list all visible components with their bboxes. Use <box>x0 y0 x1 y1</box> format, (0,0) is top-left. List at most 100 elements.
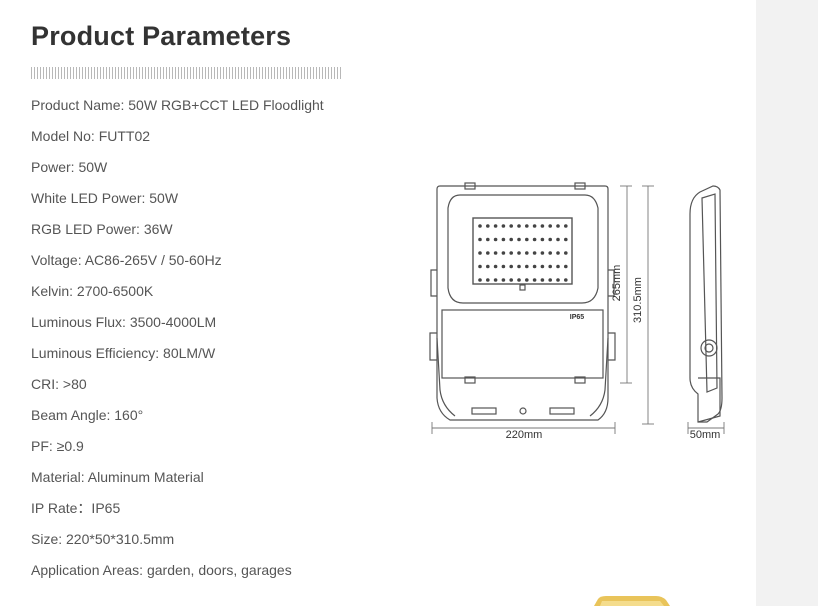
led-dot <box>517 264 521 269</box>
led-dot <box>517 237 521 242</box>
led-dot <box>525 237 529 242</box>
led-dot <box>501 278 506 282</box>
led-dot <box>486 278 490 282</box>
led-dot <box>540 251 545 255</box>
led-dot <box>478 237 482 242</box>
led-dot <box>478 264 482 269</box>
led-dot <box>493 237 498 242</box>
led-dot <box>548 264 552 269</box>
led-dot <box>509 278 513 282</box>
led-dot <box>525 251 529 255</box>
dim-total-height-label: 310.5mm <box>632 277 644 323</box>
partial-product-image <box>594 596 670 606</box>
param-kelvin: Kelvin: 2700-6500K <box>31 283 154 299</box>
dim-panel-height-label: 265mm <box>611 265 623 302</box>
cable-gland <box>519 284 526 291</box>
bottom-vent-left <box>471 407 497 415</box>
led-dot <box>493 264 498 269</box>
led-dot <box>525 264 529 269</box>
led-dot <box>478 251 482 255</box>
bracket-arm <box>436 337 609 417</box>
param-rgb-led-power: RGB LED Power: 36W <box>31 221 173 237</box>
led-dot <box>525 278 529 282</box>
led-dot <box>486 224 490 228</box>
content-panel: Product Parameters Product Name: 50W RGB… <box>0 0 756 606</box>
led-dot <box>532 264 537 269</box>
led-dot <box>556 237 560 242</box>
led-dot <box>486 237 490 242</box>
led-dot <box>509 224 513 228</box>
led-dot <box>478 224 482 228</box>
led-dot <box>517 224 521 228</box>
led-dot <box>486 251 490 255</box>
param-pf: PF: ≥0.9 <box>31 438 84 454</box>
led-dot <box>501 264 506 269</box>
front-lens-frame <box>447 194 599 304</box>
mount-bracket <box>429 332 616 361</box>
led-dot <box>540 264 545 269</box>
led-dot <box>493 224 498 228</box>
led-dot <box>556 278 560 282</box>
led-dot <box>532 237 537 242</box>
left-side-clamp <box>430 269 437 297</box>
led-dot <box>564 224 568 228</box>
led-dot-grid <box>478 224 568 282</box>
param-size: Size: 220*50*310.5mm <box>31 531 175 547</box>
bottom-screw <box>519 407 527 415</box>
side-knob-inner <box>704 343 714 353</box>
lower-housing <box>441 309 604 379</box>
led-dot <box>540 237 545 242</box>
param-cri: CRI: >80 <box>31 376 87 392</box>
led-dot <box>548 278 552 282</box>
led-dot <box>540 224 545 228</box>
param-ip-rate: IP Rate：IP65 <box>31 500 121 516</box>
front-housing-outline <box>436 185 609 421</box>
top-right-ear <box>574 182 586 190</box>
param-beam-angle: Beam Angle: 160° <box>31 407 144 423</box>
led-board <box>472 217 573 285</box>
bottom-vent-right <box>549 407 575 415</box>
param-voltage: Voltage: AC86-265V / 50-60Hz <box>31 252 222 268</box>
led-dot <box>564 237 568 242</box>
param-power: Power: 50W <box>31 159 108 175</box>
led-dot <box>532 251 537 255</box>
led-dot <box>548 224 552 228</box>
ip-marking: IP65 <box>570 314 585 321</box>
led-dot <box>564 278 568 282</box>
led-dot <box>493 251 498 255</box>
led-dot <box>564 264 568 269</box>
led-dot <box>548 237 552 242</box>
side-bracket <box>697 377 721 423</box>
param-material: Material: Aluminum Material <box>31 469 204 485</box>
led-dot <box>525 224 529 228</box>
param-white-led-power: White LED Power: 50W <box>31 190 179 206</box>
led-dot <box>556 224 560 228</box>
param-model-no: Model No: FUTT02 <box>31 128 151 144</box>
page-title: Product Parameters <box>31 21 292 51</box>
led-dot <box>509 237 513 242</box>
dim-width-label: 220mm <box>506 429 543 441</box>
bottom-left-ear <box>464 376 476 384</box>
param-application-areas: Application Areas: garden, doors, garage… <box>31 562 292 578</box>
led-dot <box>517 278 521 282</box>
led-dot <box>501 237 506 242</box>
decorative-divider <box>31 67 341 79</box>
side-view-inner <box>701 193 718 393</box>
right-side-clamp <box>608 269 615 297</box>
parameter-list: Product Name: 50W RGB+CCT LED Floodlight… <box>31 95 324 591</box>
led-dot <box>517 251 521 255</box>
side-view-outline <box>689 185 723 423</box>
param-product-name: Product Name: 50W RGB+CCT LED Floodlight <box>31 97 324 113</box>
led-dot <box>501 251 506 255</box>
param-luminous-flux: Luminous Flux: 3500-4000LM <box>31 314 217 330</box>
led-dot <box>564 251 568 255</box>
led-dot <box>493 278 498 282</box>
led-dot <box>486 264 490 269</box>
side-knob-outer <box>700 339 718 357</box>
param-luminous-efficiency: Luminous Efficiency: 80LM/W <box>31 345 216 361</box>
led-dot <box>509 264 513 269</box>
bottom-right-ear <box>574 376 586 384</box>
top-left-ear <box>464 182 476 190</box>
led-dot <box>532 224 537 228</box>
led-dot <box>548 251 552 255</box>
